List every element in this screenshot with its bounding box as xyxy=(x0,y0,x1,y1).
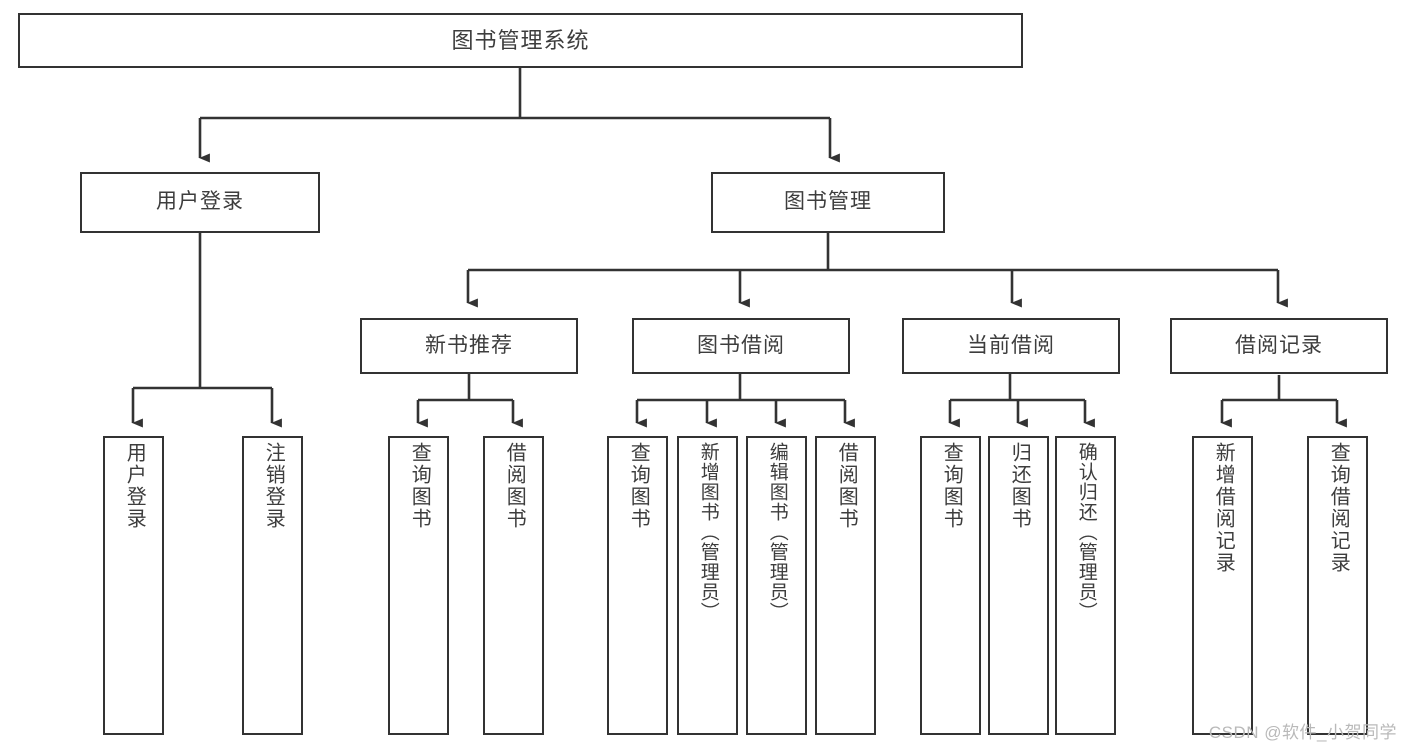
node-leaf-user-login[interactable]: 用户登录 xyxy=(103,436,164,735)
node-label: 确认归还（管理员） xyxy=(1075,442,1097,622)
node-label: 借阅记录 xyxy=(1235,333,1323,357)
node-label: 归还图书 xyxy=(1008,442,1031,530)
node-leaf-add-record[interactable]: 新增借阅记录 xyxy=(1192,436,1253,735)
node-label: 新书推荐 xyxy=(425,333,513,357)
node-leaf-query-record[interactable]: 查询借阅记录 xyxy=(1307,436,1368,735)
node-label: 借阅图书 xyxy=(835,442,858,530)
node-label: 图书借阅 xyxy=(697,333,785,357)
node-label: 借阅图书 xyxy=(503,442,526,530)
node-label: 查询图书 xyxy=(408,442,431,530)
node-leaf-query-book-2[interactable]: 查询图书 xyxy=(607,436,668,735)
node-leaf-query-book-3[interactable]: 查询图书 xyxy=(920,436,981,735)
node-label: 注销登录 xyxy=(262,442,285,530)
node-label: 新增借阅记录 xyxy=(1212,442,1235,574)
node-user-login[interactable]: 用户登录 xyxy=(80,172,320,233)
node-book-manage[interactable]: 图书管理 xyxy=(711,172,945,233)
node-leaf-logout-login[interactable]: 注销登录 xyxy=(242,436,303,735)
node-label: 图书管理 xyxy=(784,190,872,214)
node-leaf-add-book[interactable]: 新增图书（管理员） xyxy=(677,436,738,735)
node-label: 新增图书（管理员） xyxy=(697,442,719,622)
node-label: 查询借阅记录 xyxy=(1327,442,1350,574)
node-label: 用户登录 xyxy=(156,190,244,214)
watermark: CSDN @软件_小贺同学 xyxy=(1208,723,1397,742)
node-current-borrow[interactable]: 当前借阅 xyxy=(902,318,1120,374)
node-leaf-borrow-book-2[interactable]: 借阅图书 xyxy=(815,436,876,735)
node-leaf-borrow-book-1[interactable]: 借阅图书 xyxy=(483,436,544,735)
node-label: 当前借阅 xyxy=(967,333,1055,357)
node-leaf-confirm-return[interactable]: 确认归还（管理员） xyxy=(1055,436,1116,735)
node-label: 编辑图书（管理员） xyxy=(766,442,788,622)
node-book-borrow[interactable]: 图书借阅 xyxy=(632,318,850,374)
node-label: 查询图书 xyxy=(627,442,650,530)
node-leaf-return-book[interactable]: 归还图书 xyxy=(988,436,1049,735)
node-label: 用户登录 xyxy=(123,442,146,530)
node-leaf-edit-book[interactable]: 编辑图书（管理员） xyxy=(746,436,807,735)
node-label: 图书管理系统 xyxy=(451,27,590,53)
node-new-book-recommend[interactable]: 新书推荐 xyxy=(360,318,578,374)
node-book-management-system[interactable]: 图书管理系统 xyxy=(18,13,1023,68)
node-borrow-record[interactable]: 借阅记录 xyxy=(1170,318,1388,374)
node-label: 查询图书 xyxy=(940,442,963,530)
node-leaf-query-book-1[interactable]: 查询图书 xyxy=(388,436,449,735)
